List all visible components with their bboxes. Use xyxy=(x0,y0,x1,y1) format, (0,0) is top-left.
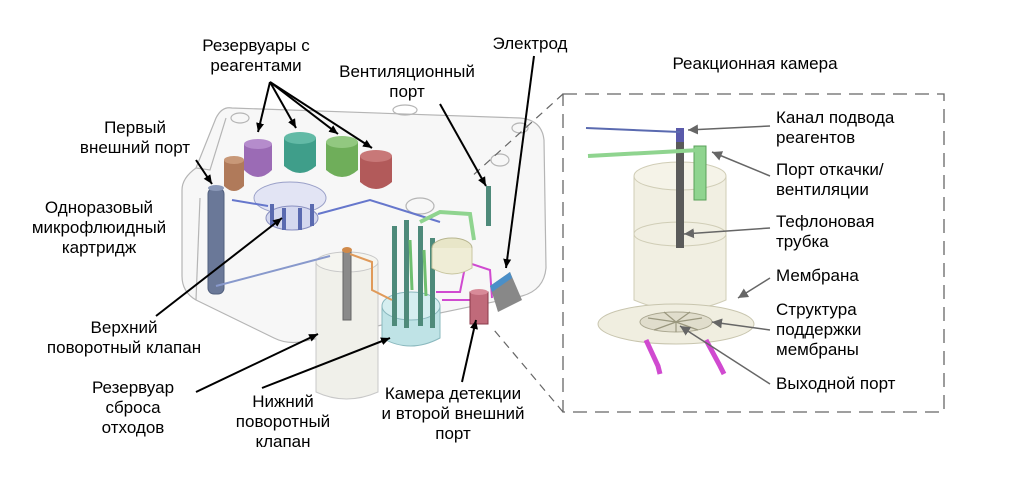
inset-chamber xyxy=(585,127,755,376)
label-vent-port: Вентиляционный порт xyxy=(339,62,475,101)
label-outlet-port: Выходной порт xyxy=(776,374,896,393)
electrode-shape xyxy=(490,272,522,312)
label-pump-port: Порт откачки/ вентиляции xyxy=(776,160,884,199)
label-detection-chamber: Камера детекции и второй внешний порт xyxy=(381,384,525,443)
reagent-reservoir-purple xyxy=(244,139,272,177)
reagent-reservoir-red xyxy=(360,150,392,189)
label-membrane-support: Структура поддержки мембраны xyxy=(776,300,862,359)
label-upper-valve: Верхний поворотный клапан xyxy=(46,318,202,357)
label-reaction-chamber: Реакционная камера xyxy=(672,54,838,73)
lower-valve-shape xyxy=(381,220,441,347)
microfluidic-channels xyxy=(215,198,493,301)
reaction-chamber-small xyxy=(431,237,473,275)
reagent-reservoir-brown xyxy=(224,156,244,191)
main-pointers xyxy=(155,55,535,393)
label-teflon-tube: Тефлоновая трубка xyxy=(776,212,875,251)
label-electrode: Электрод xyxy=(492,34,568,53)
cartridge-body xyxy=(181,104,547,344)
reagent-reservoir-green xyxy=(326,136,358,177)
label-first-external-port: Первый внешний порт xyxy=(79,118,191,157)
vent-port-shape xyxy=(486,186,491,226)
upper-valve-shape xyxy=(253,181,327,231)
waste-reservoir-shape xyxy=(315,247,379,400)
inset-guide-top xyxy=(469,93,564,179)
label-membrane: Мембрана xyxy=(776,266,859,285)
label-reagent-channel: Канал подвода реагентов xyxy=(776,108,895,147)
label-cartridge: Одноразовый микрофлюидный картридж xyxy=(31,198,167,257)
first-port-shape xyxy=(207,185,225,295)
reagent-reservoir-teal xyxy=(284,132,316,173)
detection-chamber-shape xyxy=(469,289,489,325)
label-reagent-reservoirs: Резервуары с реагентами xyxy=(202,36,310,75)
label-lower-valve: Нижний поворотный клапан xyxy=(235,392,331,451)
inset-pointers xyxy=(679,124,771,385)
label-waste-reservoir: Резервуар сброса отходов xyxy=(91,378,175,437)
inset-guide-bottom xyxy=(493,329,564,413)
inset-frame xyxy=(562,93,945,413)
